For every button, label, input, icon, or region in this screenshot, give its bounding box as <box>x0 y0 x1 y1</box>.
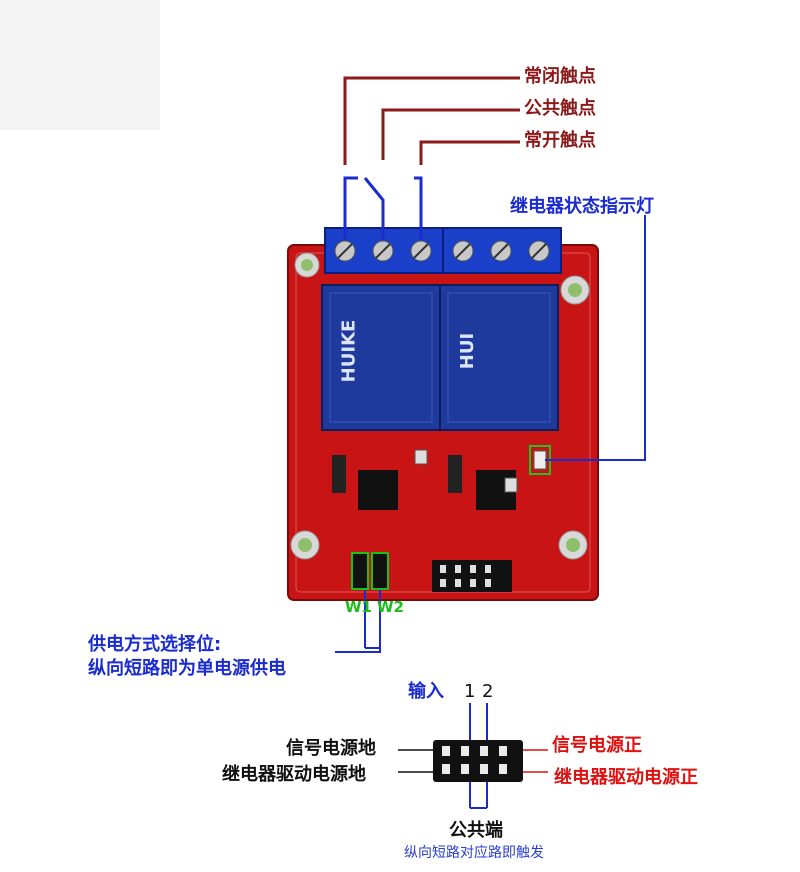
label-relay-gnd: 继电器驱动电源地 <box>222 764 366 785</box>
label-pin2: 2 <box>482 681 494 702</box>
terminal-block-2 <box>442 227 562 274</box>
label-signal-vcc: 信号电源正 <box>552 735 642 756</box>
relay-2 <box>439 284 559 431</box>
label-relay-vcc: 继电器驱动电源正 <box>554 767 698 788</box>
relay1-brand: HUIKE <box>338 319 360 383</box>
label-common-terminal: 公共端 <box>449 820 503 841</box>
connector-diagram <box>398 703 548 809</box>
diodes <box>332 449 518 493</box>
label-w1: W1 <box>345 598 372 616</box>
label-pin1: 1 <box>464 681 476 702</box>
label-signal-gnd: 信号电源地 <box>286 738 376 759</box>
jumper-title-line1: 供电方式选择位: <box>88 634 222 655</box>
input-header-board <box>432 560 512 592</box>
jumper-w1-w2 <box>335 552 389 653</box>
relay-1 <box>321 284 441 431</box>
optocoupler-1 <box>358 470 398 510</box>
contact-symbol <box>343 176 423 240</box>
label-status-led: 继电器状态指示灯 <box>510 196 654 217</box>
jumper-title-line2: 纵向短路即为单电源供电 <box>88 658 286 679</box>
label-input: 输入 <box>408 681 444 702</box>
status-led-leader <box>545 215 646 461</box>
relay2-brand: HUI <box>457 332 479 370</box>
label-w2: W2 <box>377 598 404 616</box>
status-led <box>533 450 547 470</box>
label-normally-open: 常开触点 <box>524 130 596 151</box>
contact-leaders <box>343 76 520 165</box>
label-normally-closed: 常闭触点 <box>524 66 596 87</box>
label-common-contact: 公共触点 <box>524 98 596 119</box>
label-common-note: 纵向短路对应路即触发 <box>404 845 544 861</box>
